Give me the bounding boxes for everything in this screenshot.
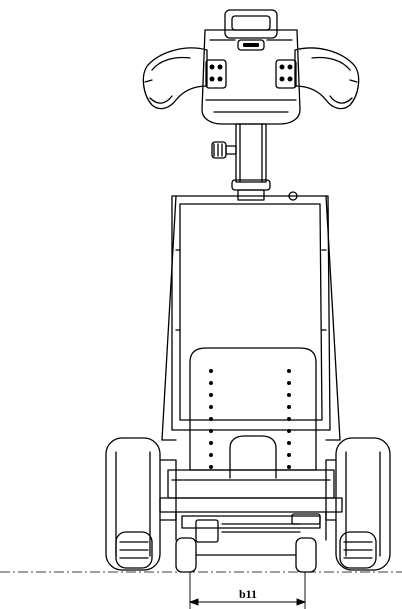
tiller-handle (142, 9, 360, 125)
dimension-b11 (188, 572, 307, 609)
control-buttons (209, 43, 293, 82)
mounting-holes (209, 369, 291, 469)
load-backrest (189, 347, 317, 479)
tiller-column (211, 123, 298, 201)
center-support-wheels (175, 537, 317, 573)
left-drive-wheel (105, 437, 177, 571)
lower-frame (159, 469, 343, 543)
chassis-body (161, 195, 341, 441)
dimension-label: b11 (239, 587, 257, 601)
right-drive-wheel (325, 437, 391, 571)
